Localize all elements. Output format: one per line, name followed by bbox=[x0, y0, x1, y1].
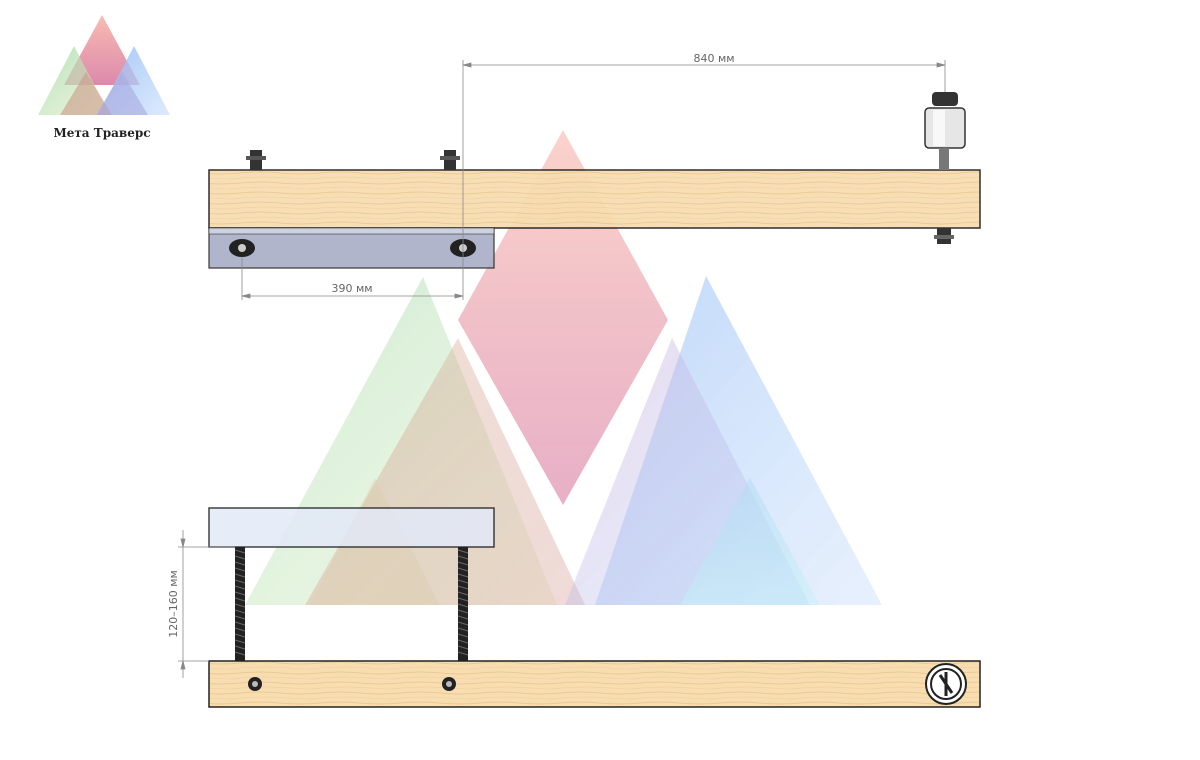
company-name: Мета Траверс bbox=[53, 126, 151, 140]
mounting-bracket bbox=[208, 227, 495, 269]
dimension-390-label: 390 мм bbox=[331, 282, 372, 295]
bottom-bolt-left bbox=[248, 677, 262, 691]
top-bolt-right bbox=[440, 150, 460, 170]
bottom-bolt-right bbox=[442, 677, 456, 691]
top-wood-beam bbox=[208, 169, 981, 229]
triangles-logo-icon bbox=[38, 15, 170, 115]
wheel-end-view-icon bbox=[925, 663, 967, 705]
dimension-840-label: 840 мм bbox=[693, 52, 734, 65]
dimension-840 bbox=[462, 60, 946, 300]
dimension-height-label: 120–160 мм bbox=[167, 570, 180, 638]
dimension-390 bbox=[241, 258, 464, 300]
threaded-rod-right bbox=[457, 547, 469, 661]
dimension-height bbox=[178, 530, 235, 678]
pad-plate bbox=[208, 507, 495, 548]
bottom-wood-beam bbox=[208, 660, 981, 708]
top-bolt-left bbox=[246, 150, 266, 170]
threaded-rod-left bbox=[234, 547, 246, 661]
tensioner-mechanism bbox=[924, 92, 966, 244]
bracket-bolt-left bbox=[229, 239, 255, 257]
